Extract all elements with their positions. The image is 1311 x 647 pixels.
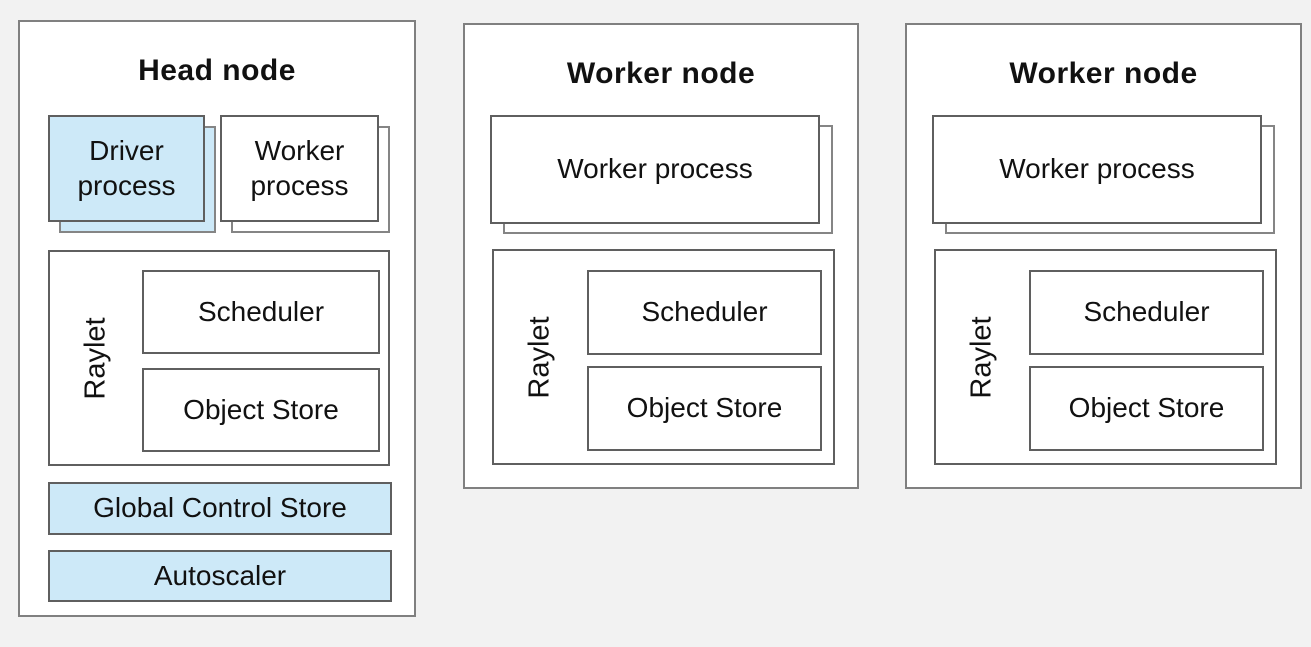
head-object-store-box: Object Store	[142, 368, 380, 452]
worker-node-1: Worker node Worker process Raylet Schedu…	[463, 23, 859, 489]
worker-node-2-process-label: Worker process	[999, 153, 1195, 185]
worker-node-2: Worker node Worker process Raylet Schedu…	[905, 23, 1302, 489]
worker-node-1-process-label: Worker process	[557, 153, 753, 185]
worker-node-2-raylet-label-band: Raylet	[936, 251, 1028, 463]
driver-process-label: Driver process	[77, 135, 176, 201]
head-raylet-label: Raylet	[79, 316, 112, 400]
worker-node-2-raylet-label: Raylet	[965, 315, 998, 399]
worker-node-1-title: Worker node	[566, 57, 756, 90]
head-worker-process-label: Worker process	[250, 135, 349, 201]
worker-node-2-scheduler-label: Scheduler	[1083, 296, 1210, 328]
worker-node-2-object-store-box: Object Store	[1029, 366, 1264, 451]
worker-node-2-process-box: Worker process	[932, 115, 1262, 224]
head-raylet-container: Raylet Scheduler Object Store	[48, 250, 390, 466]
head-scheduler-label: Scheduler	[197, 295, 325, 327]
worker-node-1-process-box: Worker process	[490, 115, 820, 224]
head-node-title: Head node	[138, 54, 296, 87]
global-control-store-box: Global Control Store	[48, 482, 392, 535]
worker-node-1-scheduler-box: Scheduler	[587, 270, 822, 355]
worker-node-2-title: Worker node	[1009, 57, 1198, 90]
worker-node-1-object-store-box: Object Store	[587, 366, 822, 451]
head-raylet-label-band: Raylet	[50, 252, 142, 464]
worker-node-1-scheduler-label: Scheduler	[641, 296, 768, 328]
head-object-store-label: Object Store	[183, 393, 339, 425]
head-node: Head node Driver process Worker process …	[18, 20, 416, 617]
worker-node-1-object-store-label: Object Store	[626, 392, 783, 424]
worker-node-1-raylet-label-band: Raylet	[494, 251, 586, 463]
worker-node-2-scheduler-box: Scheduler	[1029, 270, 1264, 355]
global-control-store-label: Global Control Store	[93, 492, 347, 524]
autoscaler-box: Autoscaler	[48, 550, 392, 602]
worker-node-2-raylet-container: Raylet Scheduler Object Store	[934, 249, 1277, 465]
worker-node-1-raylet-label: Raylet	[523, 315, 556, 399]
head-scheduler-box: Scheduler	[142, 270, 380, 354]
head-worker-process-box: Worker process	[220, 115, 379, 222]
worker-node-2-object-store-label: Object Store	[1068, 392, 1225, 424]
worker-node-2-process-stack: Worker process	[932, 115, 1278, 237]
driver-process-stack: Driver process	[48, 115, 218, 235]
autoscaler-label: Autoscaler	[153, 559, 287, 591]
driver-process-box: Driver process	[48, 115, 205, 222]
worker-node-1-raylet-container: Raylet Scheduler Object Store	[492, 249, 835, 465]
head-worker-process-stack: Worker process	[220, 115, 392, 235]
worker-node-1-process-stack: Worker process	[490, 115, 836, 237]
